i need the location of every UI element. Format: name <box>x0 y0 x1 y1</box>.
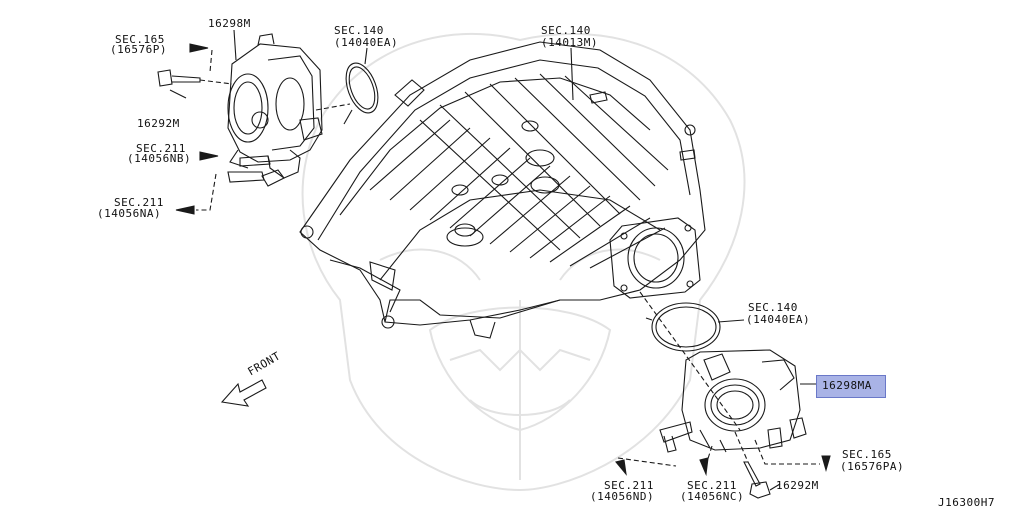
callout-sec140-gasket-bottom[interactable]: SEC.140 <box>748 301 798 314</box>
callout-sec140-manifold-code[interactable]: (14013M) <box>541 36 598 49</box>
callout-sec211-nc-code[interactable]: (14056NC) <box>680 490 745 503</box>
manifold-flange <box>609 217 701 299</box>
gasket-top <box>343 62 379 125</box>
front-arrow-icon <box>220 379 267 407</box>
callout-sec211-na[interactable]: SEC.211 <box>114 196 164 209</box>
intake-manifold <box>299 41 706 339</box>
callout-sec140-gasket-bottom-code[interactable]: (14040EA) <box>746 313 811 326</box>
label-throttle-chamber-lower[interactable]: 16298MA <box>822 379 872 392</box>
callout-sec165-bottom[interactable]: SEC.165 <box>842 448 892 461</box>
throttle-chamber-upper <box>227 33 323 187</box>
diagram-ref-code: J16300H7 <box>938 496 995 509</box>
bolt-lower <box>743 461 771 499</box>
callout-sec165-top-code[interactable]: (16576P) <box>110 43 167 56</box>
callout-sec211-nb-code[interactable]: (14056NB) <box>127 152 192 165</box>
callout-sec211-nc[interactable]: SEC.211 <box>687 479 737 492</box>
watermark-logo <box>301 32 746 492</box>
callout-sec211-nd[interactable]: SEC.211 <box>604 479 654 492</box>
label-bolt-lower: 16292M <box>776 479 819 492</box>
callout-sec211-na-code[interactable]: (14056NA) <box>97 207 162 220</box>
callout-sec140-gasket-top-code[interactable]: (14040EA) <box>334 36 399 49</box>
callout-sec165-top[interactable]: SEC.165 <box>115 33 165 46</box>
callout-sec211-nb[interactable]: SEC.211 <box>136 142 186 155</box>
callout-sec140-gasket-top[interactable]: SEC.140 <box>334 24 384 37</box>
callout-sec211-nd-code[interactable]: (14056ND) <box>590 490 655 503</box>
label-bolt-upper: 16292M <box>137 117 180 130</box>
callout-sec165-bottom-code[interactable]: (16576PA) <box>840 460 905 473</box>
label-throttle-chamber-upper: 16298M <box>208 17 251 30</box>
arrows <box>175 43 831 477</box>
bolt-upper <box>157 69 201 87</box>
callout-sec140-manifold[interactable]: SEC.140 <box>541 24 591 37</box>
highlight-selected-part[interactable] <box>816 375 886 398</box>
throttle-chamber-lower <box>659 349 807 453</box>
assembly-lines <box>196 49 820 469</box>
gasket-bottom <box>645 302 721 352</box>
